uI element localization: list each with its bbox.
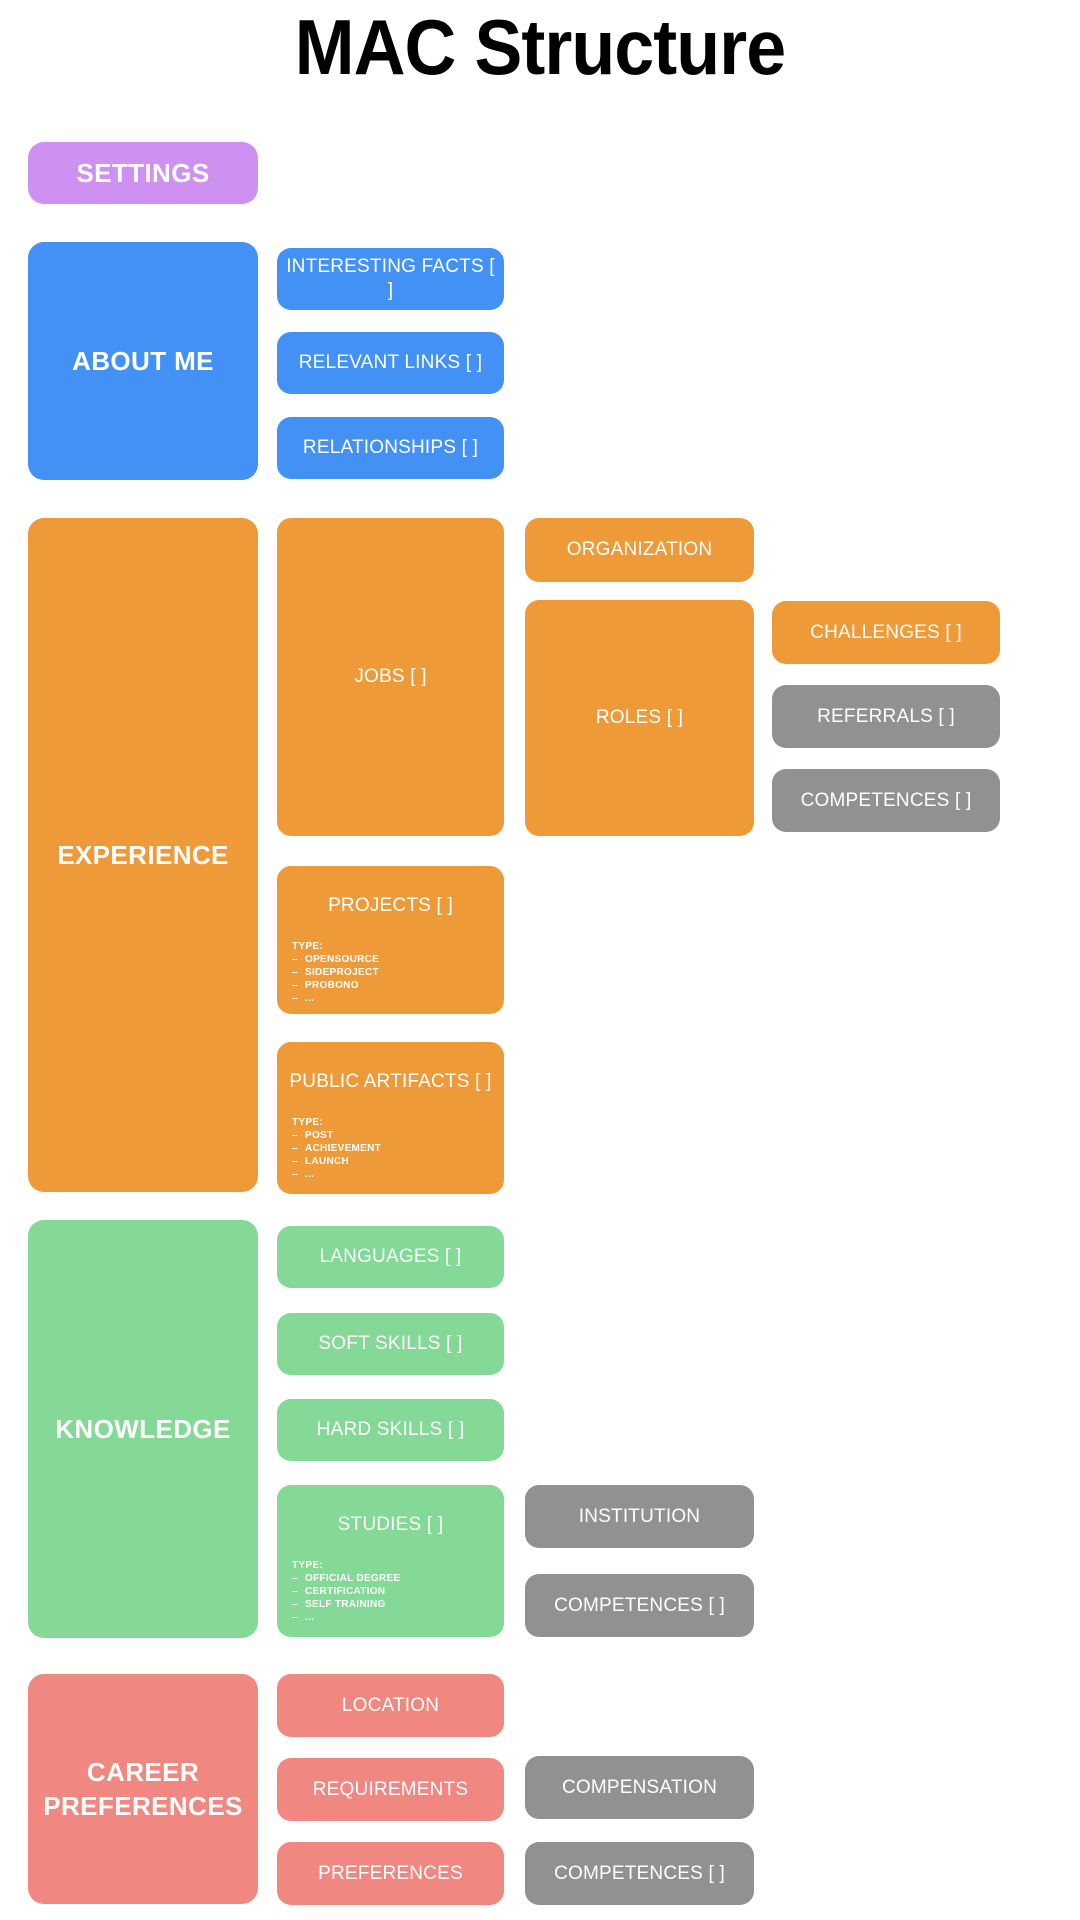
- list-item: –...: [292, 1168, 504, 1181]
- page-title: MAC Structure: [294, 3, 786, 91]
- studies-type-label: TYPE:: [292, 1560, 323, 1571]
- list-item-label: ...: [305, 1169, 315, 1180]
- card-location[interactable]: LOCATION: [277, 1674, 504, 1737]
- dash-bullet-icon: –: [292, 980, 298, 991]
- card-relationships[interactable]: RELATIONSHIPS [ ]: [277, 417, 504, 479]
- competences-experience-label: COMPETENCES [ ]: [800, 789, 972, 811]
- list-item: –OFFICIAL DEGREE: [292, 1572, 504, 1585]
- card-challenges[interactable]: CHALLENGES [ ]: [772, 601, 1000, 664]
- list-item-label: POST: [305, 1130, 334, 1141]
- list-item-label: SIDEPROJECT: [305, 967, 379, 978]
- list-item: –CERTIFICATION: [292, 1585, 504, 1598]
- card-requirements[interactable]: REQUIREMENTS: [277, 1758, 504, 1821]
- location-label: LOCATION: [341, 1694, 440, 1716]
- organization-label: ORGANIZATION: [566, 539, 713, 560]
- card-hard-skills[interactable]: HARD SKILLS [ ]: [277, 1399, 504, 1461]
- list-item: –LAUNCH: [292, 1155, 504, 1168]
- preferences-label: PREFERENCES: [318, 1862, 463, 1884]
- compensation-label: COMPENSATION: [561, 1776, 718, 1798]
- public-artifacts-type-label: TYPE:: [292, 1117, 323, 1128]
- section-knowledge[interactable]: KNOWLEDGE: [28, 1220, 258, 1638]
- list-item: –...: [292, 992, 504, 1005]
- list-item: –SELF TRAINING: [292, 1598, 504, 1611]
- section-experience[interactable]: EXPERIENCE: [28, 518, 258, 1192]
- list-item: –OPENSOURCE: [292, 953, 504, 966]
- soft-skills-label: SOFT SKILLS [ ]: [318, 1333, 463, 1354]
- requirements-label: REQUIREMENTS: [312, 1778, 469, 1800]
- referrals-label: REFERRALS [ ]: [817, 705, 955, 727]
- list-item-label: SELF TRAINING: [305, 1599, 386, 1610]
- card-competences-career[interactable]: COMPETENCES [ ]: [525, 1842, 754, 1905]
- list-item: –SIDEPROJECT: [292, 966, 504, 979]
- section-about-me[interactable]: ABOUT ME: [28, 242, 258, 480]
- dash-bullet-icon: –: [292, 954, 298, 965]
- public-artifacts-type-list: –POST–ACHIEVEMENT–LAUNCH–...: [277, 1129, 504, 1181]
- languages-label: LANGUAGES [ ]: [319, 1246, 462, 1267]
- list-item-label: ACHIEVEMENT: [305, 1143, 382, 1154]
- card-projects[interactable]: PROJECTS [ ]TYPE:–OPENSOURCE–SIDEPROJECT…: [277, 866, 504, 1014]
- card-studies[interactable]: STUDIES [ ]TYPE:–OFFICIAL DEGREE–CERTIFI…: [277, 1485, 504, 1637]
- card-roles[interactable]: ROLES [ ]: [525, 600, 754, 836]
- dash-bullet-icon: –: [292, 1169, 298, 1180]
- challenges-label: CHALLENGES [ ]: [810, 621, 962, 643]
- list-item-label: ...: [305, 1612, 315, 1623]
- dash-bullet-icon: –: [292, 1143, 298, 1154]
- hard-skills-label: HARD SKILLS [ ]: [316, 1419, 465, 1440]
- list-item-label: PROBONO: [305, 980, 359, 991]
- list-item: –...: [292, 1611, 504, 1624]
- card-competences-knowledge[interactable]: COMPETENCES [ ]: [525, 1574, 754, 1637]
- dash-bullet-icon: –: [292, 1599, 298, 1610]
- section-settings[interactable]: SETTINGS: [28, 142, 258, 204]
- list-item-label: ...: [305, 993, 315, 1004]
- about-me-label: ABOUT ME: [72, 346, 214, 376]
- card-compensation[interactable]: COMPENSATION: [525, 1756, 754, 1819]
- studies-title: STUDIES [ ]: [337, 1514, 444, 1535]
- roles-label: ROLES [ ]: [595, 707, 684, 728]
- settings-label: SETTINGS: [76, 158, 210, 188]
- projects-type-list: –OPENSOURCE–SIDEPROJECT–PROBONO–...: [277, 953, 504, 1005]
- list-item: –POST: [292, 1129, 504, 1142]
- dash-bullet-icon: –: [292, 993, 298, 1004]
- projects-type-label: TYPE:: [292, 941, 323, 952]
- dash-bullet-icon: –: [292, 1573, 298, 1584]
- public-artifacts-title: PUBLIC ARTIFACTS [ ]: [289, 1071, 492, 1092]
- competences-knowledge-label: COMPETENCES [ ]: [554, 1594, 725, 1616]
- card-jobs[interactable]: JOBS [ ]: [277, 518, 504, 836]
- dash-bullet-icon: –: [292, 1586, 298, 1597]
- list-item-label: OFFICIAL DEGREE: [305, 1573, 401, 1584]
- card-interesting-facts[interactable]: INTERESTING FACTS [ ]: [277, 248, 504, 310]
- card-languages[interactable]: LANGUAGES [ ]: [277, 1226, 504, 1288]
- relationships-label: RELATIONSHIPS [ ]: [302, 437, 479, 458]
- experience-label: EXPERIENCE: [57, 840, 229, 870]
- projects-title: PROJECTS [ ]: [328, 895, 453, 916]
- dash-bullet-icon: –: [292, 1130, 298, 1141]
- list-item-label: CERTIFICATION: [305, 1586, 386, 1597]
- card-preferences[interactable]: PREFERENCES: [277, 1842, 504, 1905]
- interesting-facts-label: INTERESTING FACTS [ ]: [286, 256, 495, 301]
- card-competences-experience[interactable]: COMPETENCES [ ]: [772, 769, 1000, 832]
- card-relevant-links[interactable]: RELEVANT LINKS [ ]: [277, 332, 504, 394]
- institution-label: INSTITUTION: [578, 1505, 701, 1527]
- card-referrals[interactable]: REFERRALS [ ]: [772, 685, 1000, 748]
- dash-bullet-icon: –: [292, 1156, 298, 1167]
- card-institution[interactable]: INSTITUTION: [525, 1485, 754, 1548]
- knowledge-label: KNOWLEDGE: [55, 1414, 231, 1444]
- jobs-label: JOBS [ ]: [354, 666, 427, 687]
- studies-type-list: –OFFICIAL DEGREE–CERTIFICATION–SELF TRAI…: [277, 1572, 504, 1624]
- dash-bullet-icon: –: [292, 967, 298, 978]
- list-item-label: LAUNCH: [305, 1156, 350, 1167]
- competences-career-label: COMPETENCES [ ]: [554, 1862, 725, 1884]
- list-item: –ACHIEVEMENT: [292, 1142, 504, 1155]
- dash-bullet-icon: –: [292, 1612, 298, 1623]
- card-soft-skills[interactable]: SOFT SKILLS [ ]: [277, 1313, 504, 1375]
- list-item: –PROBONO: [292, 979, 504, 992]
- card-public-artifacts[interactable]: PUBLIC ARTIFACTS [ ]TYPE:–POST–ACHIEVEME…: [277, 1042, 504, 1194]
- card-organization[interactable]: ORGANIZATION: [525, 518, 754, 582]
- list-item-label: OPENSOURCE: [305, 954, 380, 965]
- relevant-links-label: RELEVANT LINKS [ ]: [298, 352, 483, 373]
